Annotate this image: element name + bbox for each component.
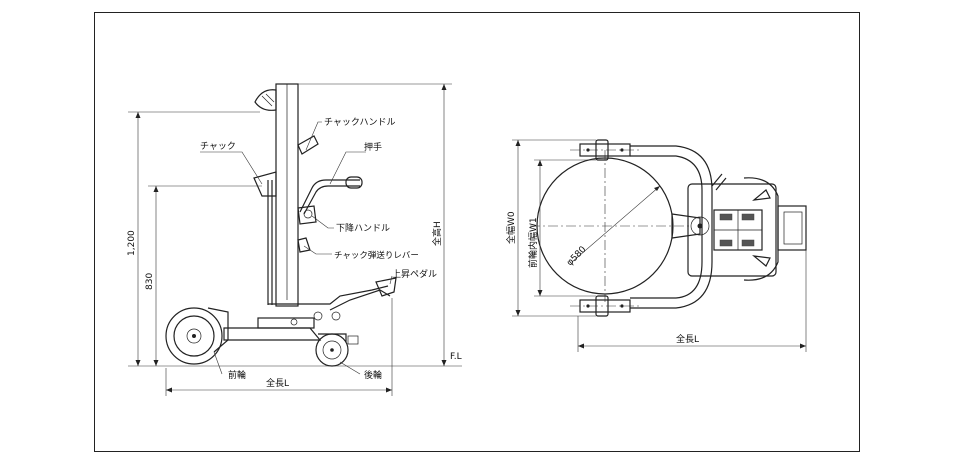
side-view: チャックハンドル チャック 押手 下降ハンドル チャック弾送りレバー 上昇ペダル… — [127, 83, 462, 396]
label-lift-pedal: 上昇ペダル — [392, 268, 437, 280]
leader-front-wheel — [213, 351, 223, 375]
drum-diameter-line — [571, 185, 661, 263]
base-frame — [223, 327, 322, 341]
upper-wheel — [595, 139, 609, 161]
mast-top-cap — [254, 89, 277, 111]
push-handle-bar — [299, 179, 360, 213]
front-wheel — [165, 307, 223, 365]
mechanism-body — [687, 183, 777, 277]
leader-lower-handle — [311, 215, 334, 229]
leader-chuck — [200, 151, 263, 185]
drawing-frame — [94, 12, 860, 452]
push-handle-loop — [777, 205, 807, 251]
label-drum-diameter: φ580 — [565, 245, 589, 269]
leader-rear-wheel — [339, 361, 361, 375]
chuck-handle-part — [297, 135, 319, 155]
top-view: 全幅W0 前輪内幅W1 φ580 全長L — [505, 139, 807, 352]
outer-frame — [630, 145, 713, 309]
label-front-wheel-inner-width: 前輪内幅W1 — [527, 217, 539, 268]
leader-chuck-lever — [303, 245, 332, 255]
chuck-release-lever-part — [297, 237, 311, 253]
label-chuck: チャック — [200, 141, 236, 152]
label-front-wheel: 前輪 — [228, 369, 246, 381]
lower-wheel — [595, 295, 609, 317]
label-push-handle: 押手 — [364, 141, 382, 153]
lower-handle-part — [297, 205, 317, 225]
label-dim-830: 830 — [145, 273, 155, 290]
mechanism-housing — [743, 177, 779, 281]
lower-axle — [579, 299, 631, 313]
label-floor-level: F.L — [450, 352, 462, 362]
chuck-part — [253, 171, 277, 197]
label-chuck-handle: チャックハンドル — [324, 117, 395, 128]
leader-push-handle — [329, 151, 366, 185]
upper-lever — [711, 173, 727, 191]
label-dim-1200: 1,200 — [127, 230, 137, 256]
leader-lift-pedal — [389, 275, 393, 285]
upper-axle — [579, 143, 631, 157]
label-overall-length-top: 全長L — [676, 333, 699, 345]
push-handle-grip — [345, 176, 363, 189]
lift-link — [268, 285, 389, 305]
label-chuck-release-lever: チャック弾送りレバー — [334, 250, 419, 261]
chuck-arm — [671, 213, 701, 239]
lift-pedal-part — [375, 277, 397, 297]
label-rear-wheel: 後輪 — [364, 369, 382, 381]
label-lower-handle: 下降ハンドル — [336, 222, 390, 234]
label-overall-length-side: 全長L — [266, 377, 289, 389]
leader-chuck-handle — [305, 121, 322, 151]
label-overall-height: 全高H — [431, 221, 443, 246]
label-overall-width: 全幅W0 — [505, 211, 517, 244]
